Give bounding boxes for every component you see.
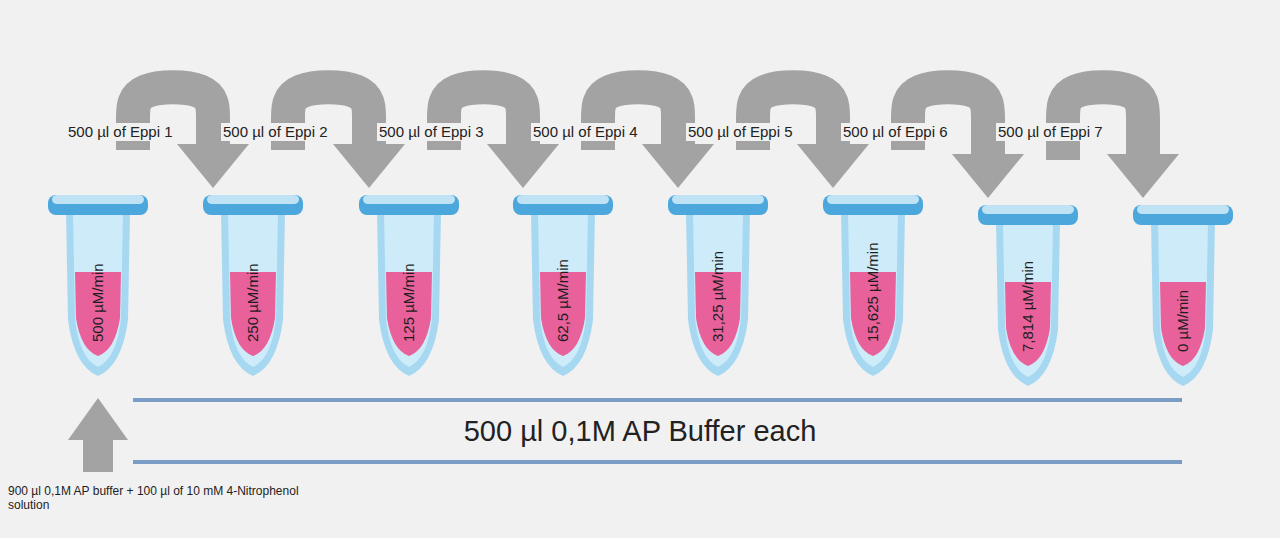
tube-body (221, 212, 285, 376)
arrow-head (177, 144, 249, 188)
tube-body (841, 212, 905, 376)
cap-top (517, 195, 609, 204)
tube-inner (1158, 222, 1208, 377)
transfer-label: 500 µl of Eppi 5 (686, 123, 795, 141)
concentration-label: 250 µM/min (244, 263, 262, 342)
cap-top (672, 195, 764, 204)
transfer-label: 500 µl of Eppi 6 (841, 123, 950, 141)
arrow-head (797, 144, 869, 188)
eppendorf-tube: 500 µM/min (48, 190, 148, 380)
eppendorf-tube: 250 µM/min (203, 190, 303, 380)
concentration-label: 62,5 µM/min (554, 259, 572, 342)
transfer-label: 500 µl of Eppi 1 (66, 123, 175, 141)
arrow-head (952, 154, 1024, 198)
cap-top (52, 195, 144, 204)
band-line (133, 460, 1182, 464)
tube-body (377, 212, 441, 376)
concentration-label: 15,625 µM/min (864, 242, 882, 342)
eppendorf-tube: 0 µM/min (1133, 200, 1233, 390)
tube-inner (538, 212, 588, 367)
tube-body (66, 212, 130, 376)
eppendorf-tube: 7,814 µM/min (978, 200, 1078, 390)
tube-cap (513, 195, 613, 215)
transfer-arrow (1063, 87, 1179, 198)
eppendorf-tube: 31,25 µM/min (668, 190, 768, 380)
tube-inner (848, 212, 898, 367)
eppendorf-tube: 125 µM/min (359, 190, 459, 380)
cap-top (827, 195, 919, 204)
tube-cap (48, 195, 148, 215)
cap-top (207, 195, 299, 204)
tube-body (531, 212, 595, 376)
concentration-label: 500 µM/min (89, 263, 107, 342)
band-line (133, 398, 1182, 402)
arrow-head (642, 144, 714, 188)
tube-body (996, 222, 1060, 386)
tube-inner (73, 212, 123, 367)
cap-top (1137, 205, 1229, 214)
transfer-label: 500 µl of Eppi 4 (531, 123, 640, 141)
stock-note: 900 µl 0,1M AP buffer + 100 µl of 10 mM … (8, 484, 338, 512)
arrow-head (333, 144, 405, 188)
concentration-label: 0 µM/min (1174, 290, 1192, 352)
tube-body (1151, 222, 1215, 386)
liquid (1160, 282, 1206, 366)
concentration-label: 7,814 µM/min (1019, 261, 1037, 352)
up-arrow-head (68, 398, 128, 440)
tube-inner (384, 212, 434, 367)
transfer-label: 500 µl of Eppi 7 (996, 123, 1105, 141)
cap-top (982, 205, 1074, 214)
arrow-shaft (908, 87, 988, 155)
up-arrow-shaft (83, 439, 113, 472)
tube-body (686, 212, 750, 376)
transfer-label: 500 µl of Eppi 3 (377, 123, 486, 141)
tube-cap (1133, 205, 1233, 225)
cap-top (363, 195, 455, 204)
tube-cap (823, 195, 923, 215)
eppendorf-tube: 62,5 µM/min (513, 190, 613, 380)
concentration-label: 125 µM/min (400, 263, 418, 342)
tube-inner (228, 212, 278, 367)
tube-cap (359, 195, 459, 215)
tube-cap (978, 205, 1078, 225)
tube-inner (693, 212, 743, 367)
eppendorf-tube: 15,625 µM/min (823, 190, 923, 380)
concentration-label: 31,25 µM/min (709, 251, 727, 342)
arrow-head (487, 144, 559, 188)
tube-cap (668, 195, 768, 215)
transfer-label: 500 µl of Eppi 2 (221, 123, 330, 141)
arrow-head (1107, 154, 1179, 198)
buffer-label: 500 µl 0,1M AP Buffer each (0, 414, 1280, 448)
transfer-arrow (908, 87, 1024, 198)
tube-cap (203, 195, 303, 215)
tube-inner (1003, 222, 1053, 377)
